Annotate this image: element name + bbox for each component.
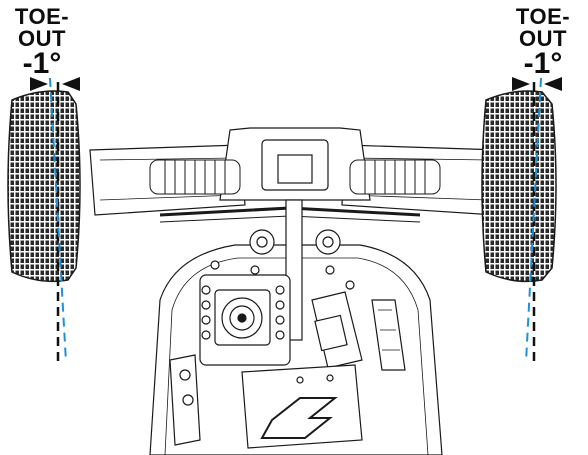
left-toe-value: -1° [22, 47, 62, 80]
left-toe-line [49, 77, 67, 363]
arrow-right-icon [30, 77, 48, 91]
right-toe-value: -1° [523, 47, 563, 80]
arrow-left-icon [544, 77, 562, 91]
right-shock [349, 159, 441, 195]
esc [199, 274, 291, 366]
left-shock [149, 159, 241, 195]
servo [311, 291, 363, 369]
left-toe-label: TOE-OUT -1° [2, 4, 82, 80]
right-toe-label: TOE-OUT -1° [500, 4, 586, 80]
right-toe-title: TOE-OUT [515, 4, 571, 51]
right-wheel [481, 90, 557, 283]
battery-cover [241, 364, 363, 449]
chassis-logo-icon [260, 397, 338, 439]
left-toe-title: TOE-OUT [14, 4, 70, 51]
arrow-right-icon [512, 77, 530, 91]
left-wheel [7, 90, 81, 283]
arrow-left-icon [62, 77, 80, 91]
right-toe-line [525, 77, 542, 363]
chassis [89, 127, 501, 455]
